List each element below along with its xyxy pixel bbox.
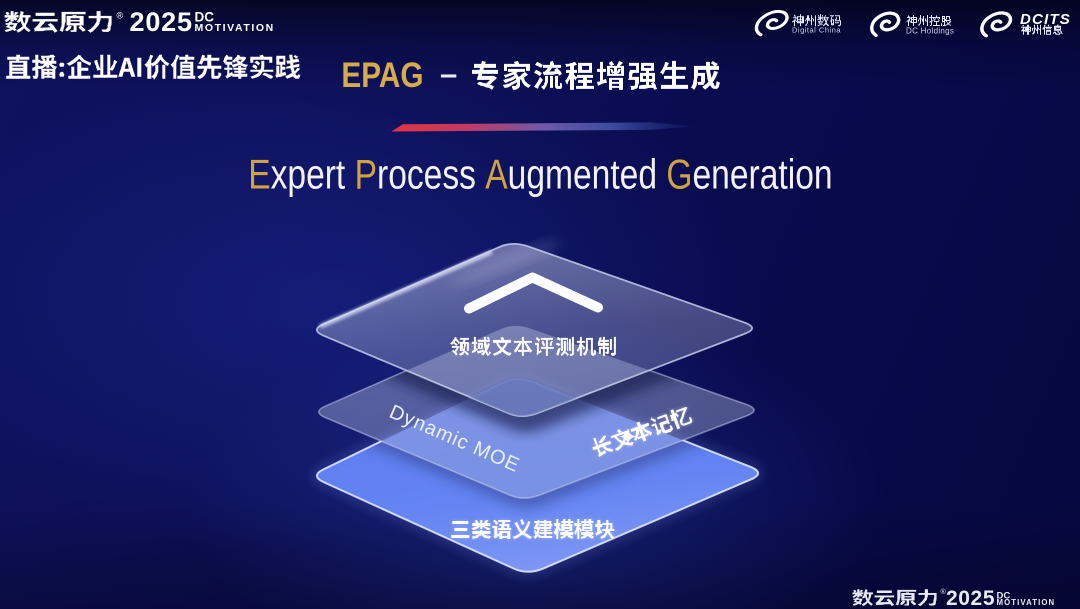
svg-text:EPAG: EPAG [341, 56, 423, 95]
svg-text:DC Holdings: DC Holdings [906, 26, 954, 35]
svg-text:–: – [440, 56, 457, 91]
svg-text:MOTIVATION: MOTIVATION [997, 598, 1056, 607]
svg-text:MOTIVATION: MOTIVATION [195, 22, 275, 34]
svg-text:DC: DC [195, 10, 215, 25]
svg-text:2025: 2025 [130, 7, 193, 37]
svg-text:DCITS: DCITS [1020, 11, 1071, 28]
svg-text:®: ® [941, 588, 947, 596]
svg-text:DC: DC [997, 591, 1011, 602]
svg-text:Digital China: Digital China [792, 26, 841, 35]
svg-text:®: ® [117, 11, 124, 21]
svg-text:Expert Process Augmented Gener: Expert Process Augmented Generation [248, 152, 832, 198]
svg-text:2025: 2025 [946, 587, 995, 609]
